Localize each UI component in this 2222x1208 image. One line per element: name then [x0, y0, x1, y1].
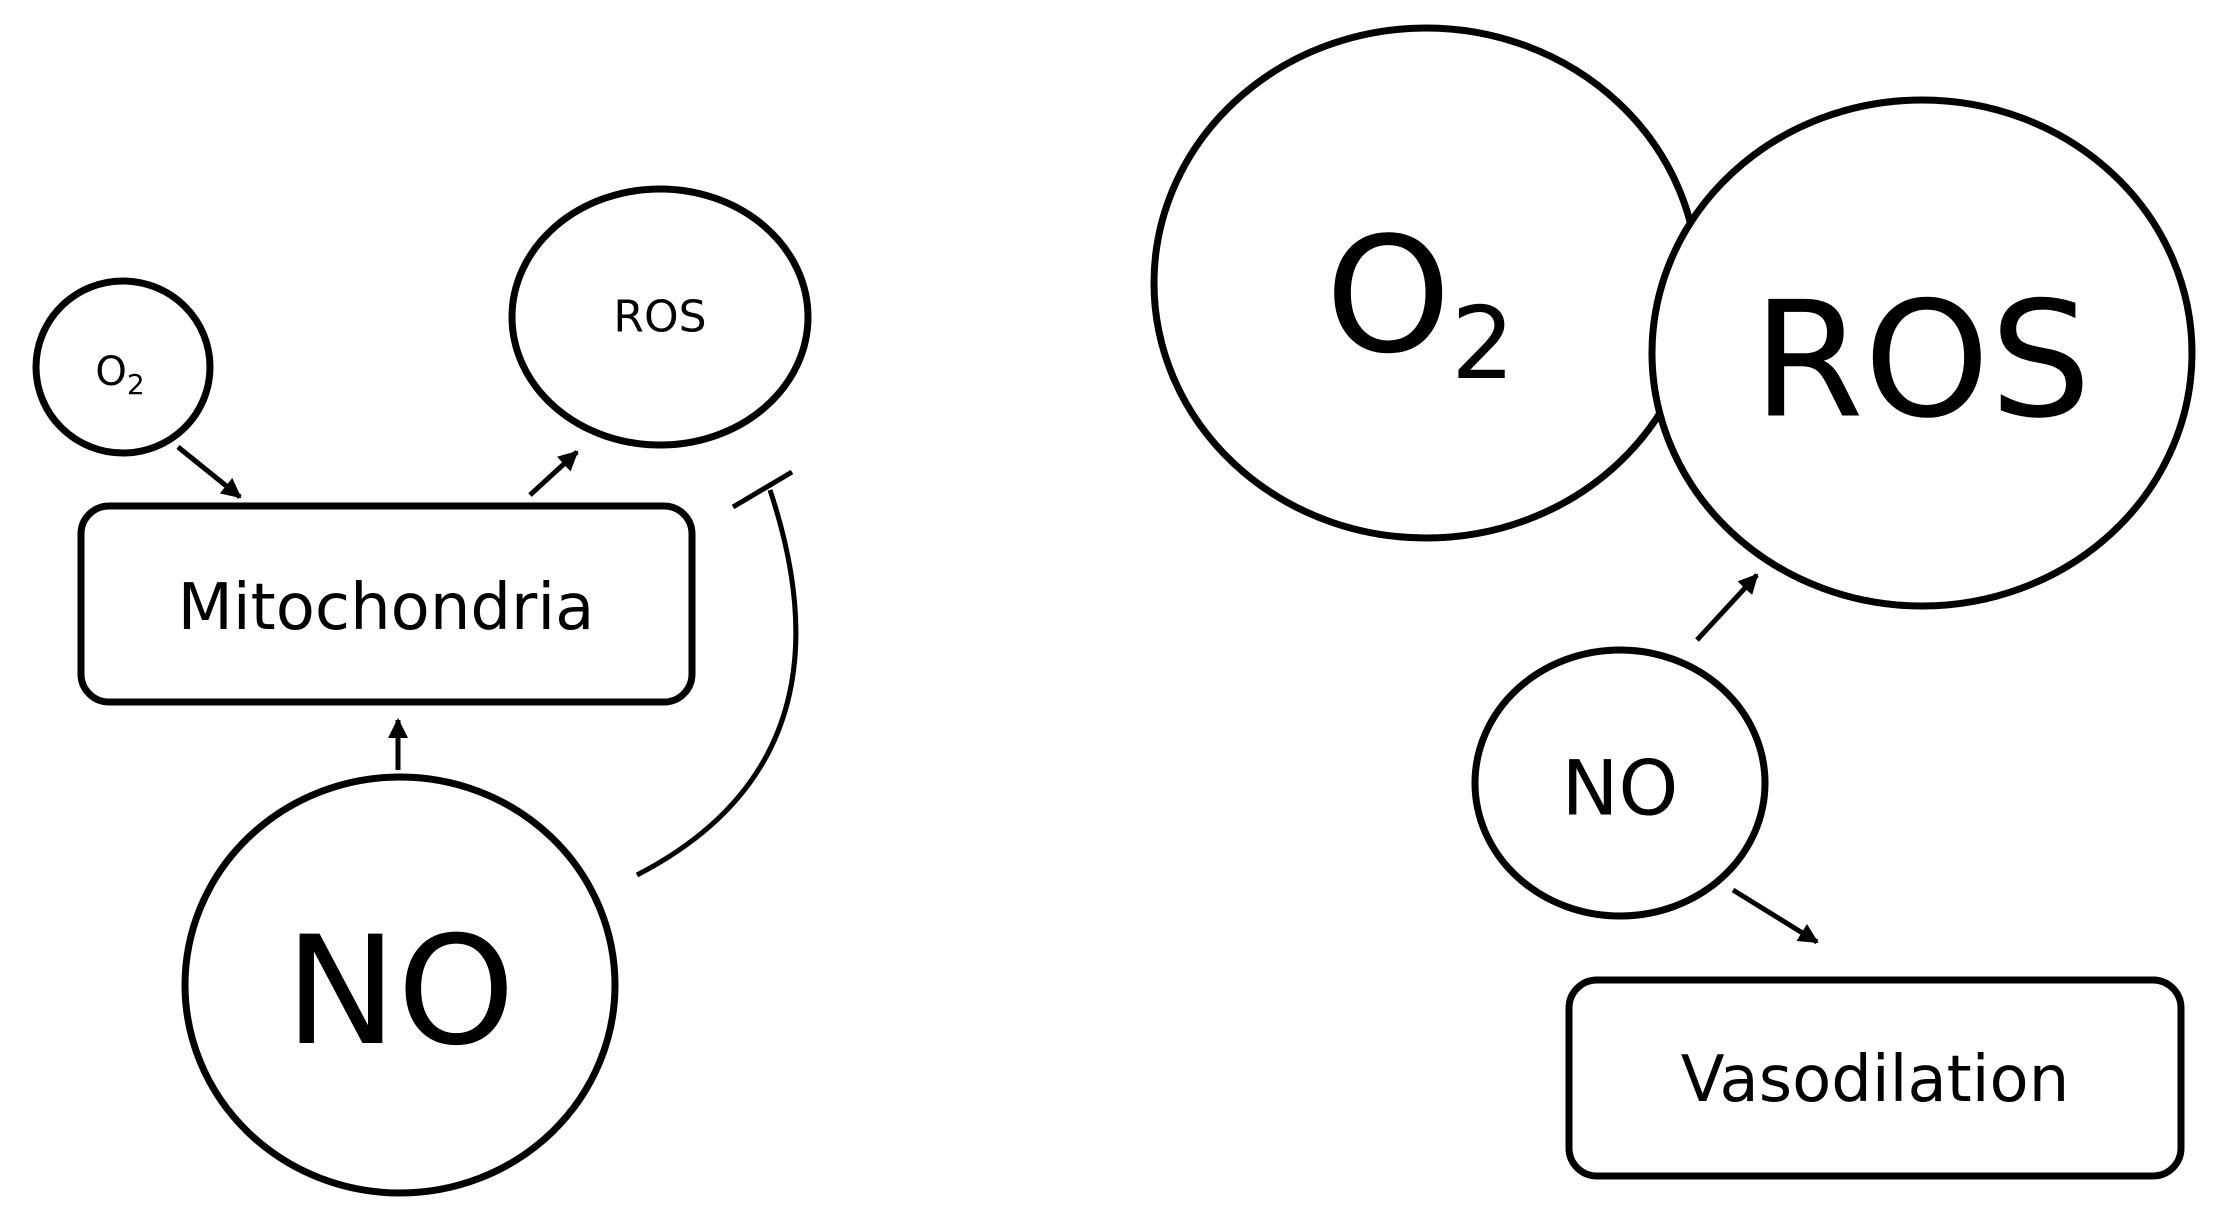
left-o2-main: O [95, 349, 126, 395]
vasodilation-box [1565, 976, 2185, 1180]
right-ros-label: ROS [1753, 267, 2092, 454]
left-no-label: NO [285, 905, 515, 1079]
left-ros-label: ROS [613, 292, 706, 343]
arrow-mitochondria-to-ros [528, 450, 579, 497]
left-panel: O2 ROS Mitochondria NO [32, 185, 812, 1197]
arrow-no-to-vasodilation [1731, 887, 1819, 945]
vasodilation-label: Vasodilation [1681, 1043, 2070, 1117]
right-o2-label: O2 [1325, 202, 1515, 402]
inhibition-bar [731, 469, 794, 510]
right-no-label: NO [1562, 744, 1679, 833]
mitochondria-label: Mitochondria [178, 571, 595, 645]
arrow-o2-to-mitochondria [176, 445, 242, 499]
left-o2-node [32, 277, 214, 457]
left-o2-subscript: 2 [127, 368, 145, 401]
right-ros-node [1648, 96, 2196, 610]
arrow-no-to-ros [1695, 573, 1759, 642]
right-o2-main: O [1325, 202, 1451, 389]
right-no-node [1471, 646, 1769, 920]
mitochondria-box [77, 502, 696, 706]
right-panel: O2 ROS NO Vasodilation [1150, 24, 2196, 1180]
inhibition-no-to-ros-production [635, 489, 799, 878]
left-ros-node [508, 185, 812, 449]
left-no-node [181, 773, 619, 1197]
right-o2-subscript: 2 [1451, 285, 1515, 402]
left-o2-label: O2 [95, 349, 144, 401]
